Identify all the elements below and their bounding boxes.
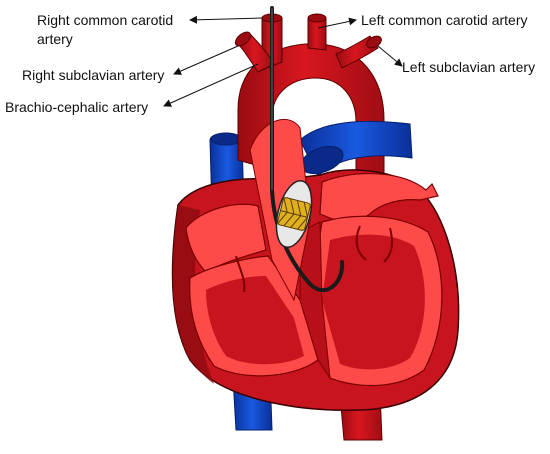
label-right-common-carotid-line2: artery — [37, 31, 73, 47]
leader-lines — [163, 15, 403, 107]
left-atrium — [319, 173, 439, 227]
label-left-subclavian: Left subclavian artery — [402, 59, 536, 75]
balloon-stent — [275, 180, 313, 248]
right-atrium — [185, 203, 267, 273]
label-right-subclavian: Right subclavian artery — [22, 67, 165, 83]
label-right-common-carotid-line1: Right common carotid — [37, 12, 174, 28]
catheter — [270, 6, 345, 292]
label-left-common-carotid: Left common carotid artery — [361, 12, 528, 28]
left-common-carotid-vessel — [307, 17, 327, 51]
label-brachiocephalic: Brachio-cephalic artery — [5, 99, 149, 115]
